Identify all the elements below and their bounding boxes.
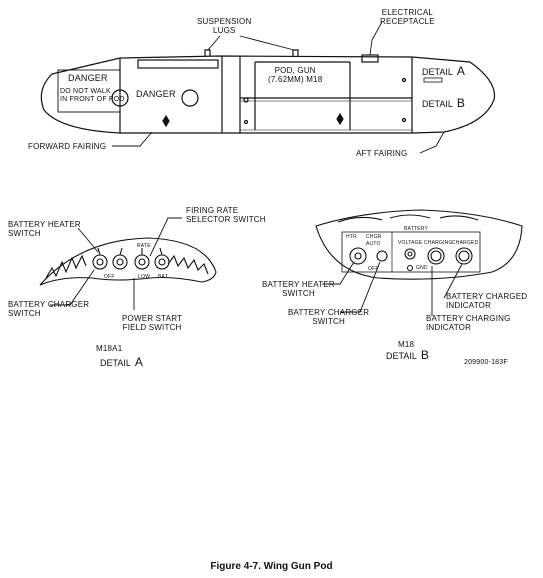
detail-a-title-word: DETAIL	[100, 358, 131, 368]
detail-a-firing-rate-selector-label: FIRING RATE SELECTOR SWITCH	[186, 206, 266, 224]
detail-b-title-word: DETAIL	[386, 351, 417, 361]
detail-b-panel-mark-voltage: VOLTAGE	[398, 240, 423, 246]
figure-caption: Figure 4-7. Wing Gun Pod	[210, 561, 333, 572]
detail-a-battery-heater-switch-label: BATTERY HEATER SWITCH	[8, 220, 81, 238]
gun-pod-drawing	[40, 49, 496, 134]
detail-b-panel-mark-charged: CHARGED	[452, 240, 479, 246]
figure-number: 209900-183F	[464, 359, 508, 366]
detail-b-panel-mark-charging: CHARGING	[424, 240, 453, 246]
detail-a-battery-charger-switch-label: BATTERY CHARGER SWITCH	[8, 300, 90, 318]
detail-a-power-start-field-switch-label: POWER START FIELD SWITCH	[122, 314, 183, 332]
electrical-receptacle-label: ELECTRICAL RECEPTACLE	[380, 8, 435, 26]
detail-a-panel-mark-bat: BAT	[158, 274, 168, 280]
detail-b-callout-word: DETAIL	[422, 99, 453, 109]
detail-a-panel-mark-rate: RATE	[137, 243, 151, 249]
pod-name-label: POD, GUN (7.62MM) M18	[268, 66, 323, 84]
detail-b-callout-letter: B	[456, 96, 465, 110]
detail-b-panel-drawing	[315, 209, 523, 280]
detail-b-panel-mark-gnd: GND	[416, 265, 428, 271]
danger-label: DANGER	[136, 89, 176, 99]
detail-b-panel-mark-htr: HTR	[346, 234, 357, 240]
detail-a-panel-mark-low: LOW	[138, 274, 150, 280]
detail-b-title-letter: B	[420, 348, 429, 362]
detail-a-leader-lines	[50, 217, 182, 310]
detail-a-panel-drawing	[39, 237, 217, 286]
detail-b-battery-charged-indicator-label: BATTERY CHARGED INDICATOR	[446, 292, 528, 310]
detail-a-model: M18A1	[96, 344, 123, 353]
danger-box-title: DANGER	[68, 73, 108, 83]
detail-b-battery-heater-switch-label: BATTERY HEATER SWITCH	[262, 280, 335, 298]
aft-fairing-label: AFT FAIRING	[356, 149, 408, 158]
detail-b-battery-charging-indicator-label: BATTERY CHARGING INDICATOR	[426, 314, 511, 332]
detail-a-callout-word: DETAIL	[422, 67, 453, 77]
detail-b-panel-mark-off: OFF	[368, 266, 379, 272]
detail-a-title-letter: A	[134, 355, 143, 369]
forward-fairing-label: FORWARD FAIRING	[28, 142, 107, 151]
pod-leader-lines	[112, 21, 445, 154]
detail-a-callout-letter: A	[456, 64, 465, 78]
detail-a-panel-mark-off: OFF	[104, 274, 115, 280]
detail-b-leader-lines	[322, 261, 463, 316]
suspension-lugs-label: SUSPENSION LUGS	[197, 17, 252, 35]
detail-b-panel-mark-auto: AUTO	[366, 241, 381, 247]
detail-b-battery-charger-switch-label: BATTERY CHARGER SWITCH	[288, 308, 370, 326]
danger-box-text: DO NOT WALK IN FRONT OF POD	[60, 88, 125, 103]
detail-b-panel-mark-battery: BATTERY	[404, 226, 428, 232]
detail-b-model: M18	[398, 340, 415, 349]
detail-b-panel-mark-chgr: CHGR	[366, 234, 382, 240]
